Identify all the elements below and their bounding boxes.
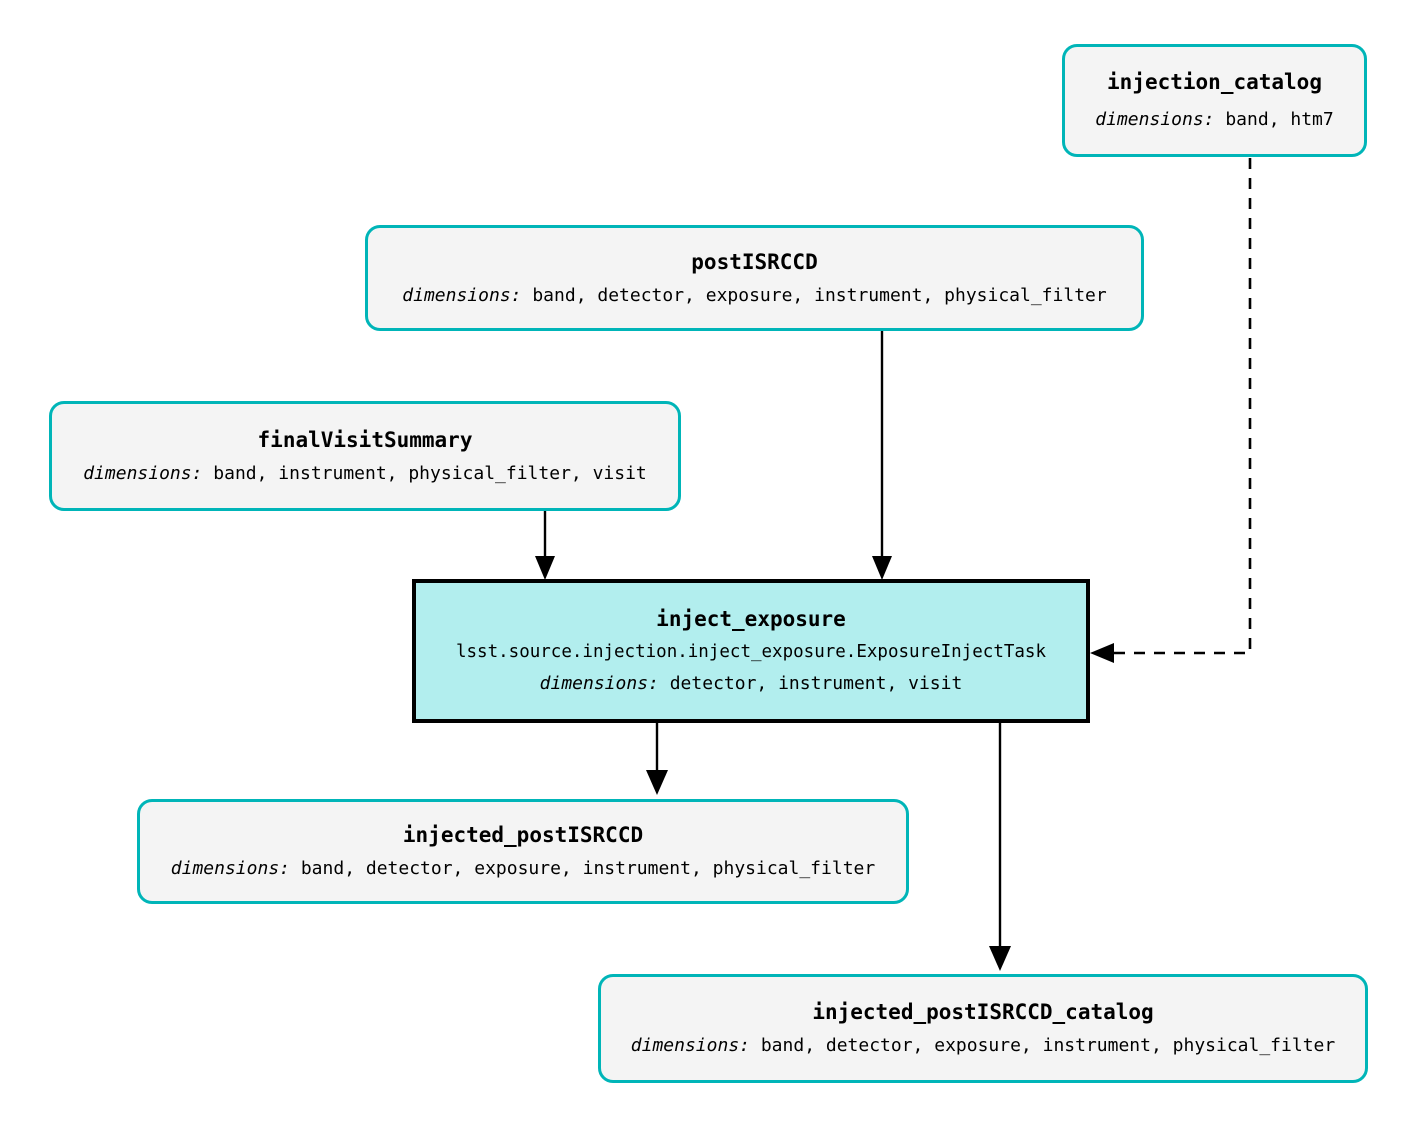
node-postisrccd-title: postISRCCD: [691, 249, 818, 274]
dimensions-value: band, detector, exposure, instrument, ph…: [532, 284, 1107, 306]
node-injected-postisrccd-dimensions: dimensions: band, detector, exposure, in…: [171, 859, 875, 879]
dimensions-value: band, detector, exposure, instrument, ph…: [760, 1035, 1336, 1057]
edge-inject-exposure-to-injected-postisrccd: [646, 722, 668, 795]
node-inject-exposure-classname: lsst.source.injection.inject_exposure.Ex…: [455, 642, 1046, 663]
edge-inject-exposure-to-injected-postisrccd-catalog: [989, 722, 1011, 971]
dimensions-value: band, instrument, physical_filter, visit: [213, 462, 647, 484]
node-finalvisitsummary-dimensions: dimensions: band, instrument, physical_f…: [83, 462, 647, 484]
node-postisrccd[interactable]: postISRCCD dimensions: band, detector, e…: [365, 225, 1144, 331]
edge-postisrccd-to-inject-exposure: [872, 330, 892, 580]
edge-finalvisitsummary-to-inject-exposure: [535, 510, 555, 580]
node-injected-postisrccd[interactable]: injected_postISRCCD dimensions: band, de…: [137, 799, 909, 904]
node-inject-exposure[interactable]: inject_exposure lsst.source.injection.in…: [412, 579, 1090, 723]
node-inject-exposure-title: inject_exposure: [656, 606, 846, 631]
node-injection-catalog-dimensions: dimensions: band, htm7: [1095, 110, 1333, 130]
node-injection-catalog-title: injection_catalog: [1107, 70, 1322, 95]
dimensions-label: dimensions:: [83, 462, 203, 484]
dimensions-label: dimensions:: [539, 673, 659, 695]
node-injected-postisrccd-catalog-dimensions: dimensions: band, detector, exposure, in…: [631, 1036, 1335, 1056]
node-injection-catalog[interactable]: injection_catalog dimensions: band, htm7: [1062, 44, 1367, 157]
node-postisrccd-dimensions: dimensions: band, detector, exposure, in…: [402, 284, 1107, 306]
dimensions-value: band, htm7: [1225, 109, 1334, 131]
node-injected-postisrccd-catalog[interactable]: injected_postISRCCD_catalog dimensions: …: [598, 974, 1368, 1083]
node-finalvisitsummary[interactable]: finalVisitSummary dimensions: band, inst…: [49, 401, 681, 511]
node-finalvisitsummary-title: finalVisitSummary: [257, 427, 473, 452]
dimensions-label: dimensions:: [170, 858, 290, 880]
node-inject-exposure-dimensions: dimensions: detector, instrument, visit: [540, 674, 963, 694]
node-injected-postisrccd-title: injected_postISRCCD: [402, 823, 644, 848]
dimensions-value: band, detector, exposure, instrument, ph…: [300, 858, 876, 880]
dimensions-label: dimensions:: [402, 284, 522, 306]
node-injected-postisrccd-catalog-title: injected_postISRCCD_catalog: [812, 1000, 1154, 1025]
dimensions-label: dimensions:: [630, 1035, 750, 1057]
dimensions-value: detector, instrument, visit: [669, 673, 963, 695]
dimensions-label: dimensions:: [1095, 109, 1215, 131]
